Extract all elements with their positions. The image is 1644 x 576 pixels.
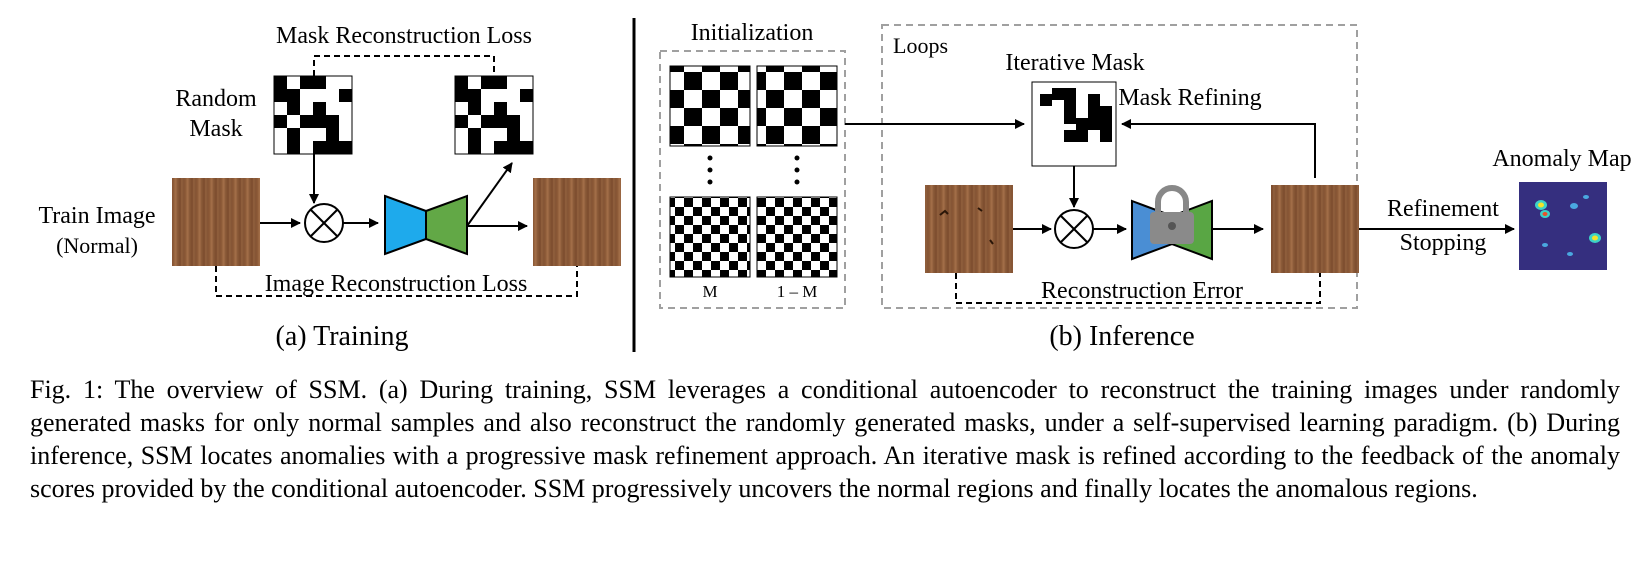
reconstruction-error-label: Reconstruction Error — [1041, 278, 1243, 304]
reconstruction-error-bracket — [955, 273, 1321, 304]
train-image-label: Train Image — [38, 203, 155, 229]
iterative-mask-image — [1031, 81, 1117, 167]
image-reconstruction-loss-label: Image Reconstruction Loss — [265, 271, 528, 297]
test-image-wood — [925, 185, 1013, 273]
arrow-encoder-to-mask — [466, 162, 513, 227]
one-minus-m-label: 1 – M — [777, 282, 818, 301]
multiply-operator-inference — [1054, 209, 1094, 249]
m-label: M — [702, 282, 717, 301]
initialization-box — [659, 50, 846, 309]
stopping-label: Stopping — [1400, 230, 1487, 256]
loops-box — [881, 24, 1358, 309]
checker-m-small — [669, 196, 751, 278]
random-mask-image — [273, 75, 353, 155]
image-loss-bracket — [215, 266, 578, 297]
training-subtitle: (a) Training — [276, 321, 409, 352]
figure-caption: Fig. 1: The overview of SSM. (a) During … — [30, 373, 1620, 505]
random-mask-label-line1: Random — [175, 86, 257, 112]
multiply-operator — [304, 203, 344, 243]
ellipsis-dots-left — [707, 155, 713, 185]
refinement-label: Refinement — [1387, 196, 1499, 222]
initialization-label: Initialization — [691, 20, 814, 46]
random-mask-label-line2: Mask — [189, 116, 242, 142]
reconstructed-image-wood — [533, 178, 621, 266]
anomaly-map-label: Anomaly Map — [1492, 146, 1631, 172]
loops-label: Loops — [893, 33, 948, 58]
inference-subtitle: (b) Inference — [1049, 321, 1194, 352]
figure-diagram: Mask Reconstruction Loss Random Mask Tra… — [38, 18, 1632, 352]
checker-1m-large — [756, 65, 838, 147]
checker-m-large — [669, 65, 751, 147]
checker-1m-small — [756, 196, 838, 278]
mask-reconstruction-loss-label: Mask Reconstruction Loss — [276, 23, 532, 49]
autoencoder-icon — [384, 194, 468, 256]
mask-refining-label: Mask Refining — [1118, 85, 1261, 111]
caption-text: Fig. 1: The overview of SSM. (a) During … — [30, 375, 1620, 503]
train-image-sublabel: (Normal) — [56, 233, 138, 258]
anomaly-map-image — [1519, 182, 1607, 270]
reconstructed-mask-image — [454, 75, 534, 155]
mask-loss-bracket — [313, 55, 495, 76]
train-image-wood — [172, 178, 260, 266]
iterative-mask-label: Iterative Mask — [1005, 50, 1144, 76]
lock-icon — [1150, 185, 1194, 244]
reconstructed-test-image-wood — [1271, 185, 1359, 273]
arrow-mask-refining — [1121, 119, 1316, 178]
ellipsis-dots-right — [794, 155, 800, 185]
